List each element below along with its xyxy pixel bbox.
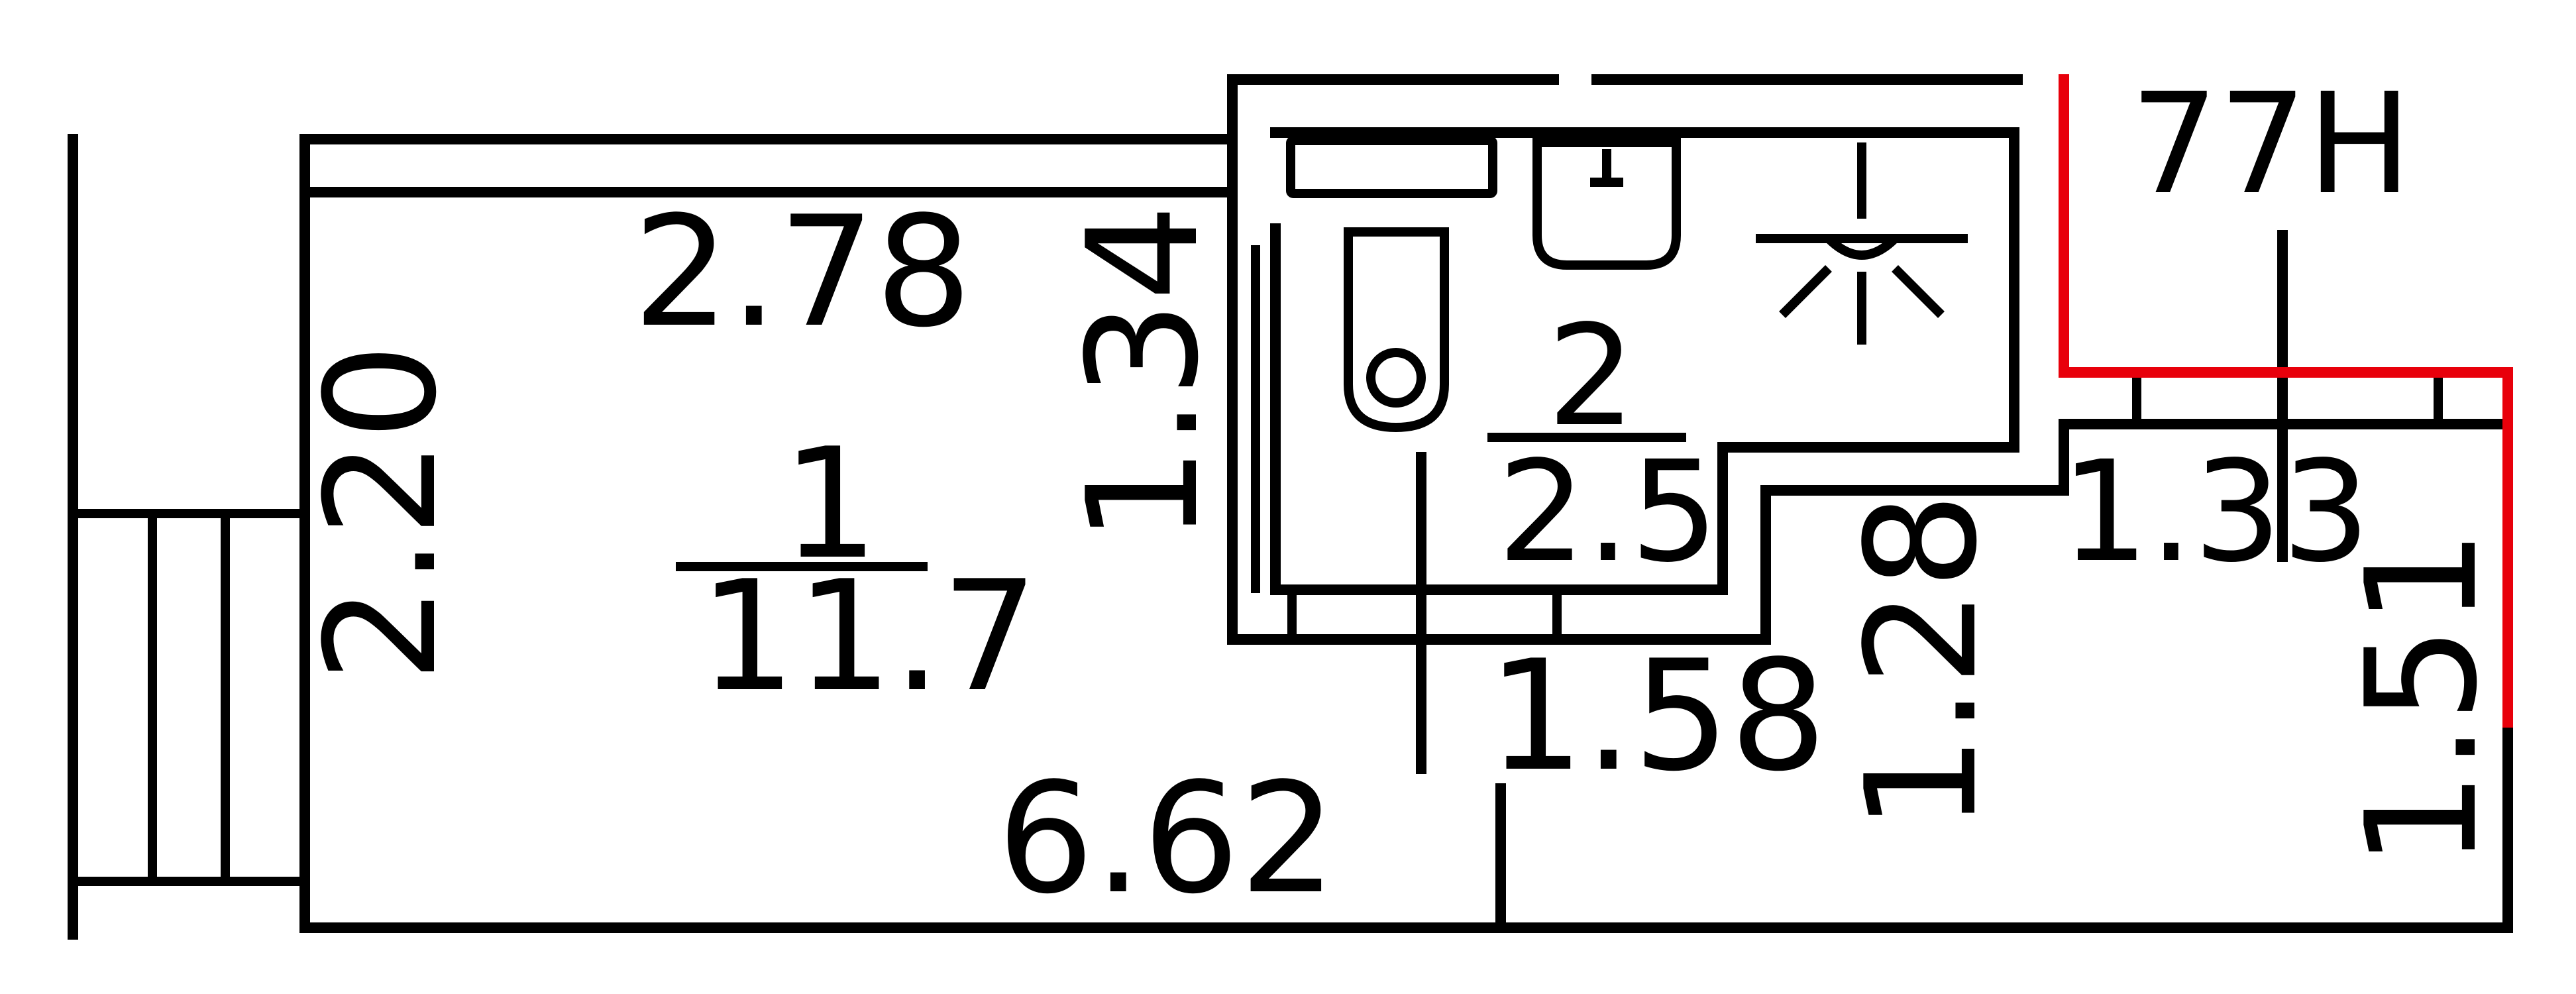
entrance-stairs xyxy=(68,134,305,940)
dimension-right-upper: 1.33 xyxy=(2061,431,2371,593)
room-2-label: 2 2.5 xyxy=(1487,295,1719,593)
room-2-area: 2.5 xyxy=(1497,431,1719,593)
room-1-area: 11.7 xyxy=(699,549,1038,726)
dimension-right-lower: 1.51 xyxy=(2334,529,2511,868)
outer-walls xyxy=(299,74,2513,933)
bathroom-fixtures xyxy=(1286,136,1968,433)
dimension-corridor-width: 1.58 xyxy=(1487,628,1827,805)
dimension-room1-left: 2.20 xyxy=(294,343,470,683)
dimension-room1-top: 2.78 xyxy=(633,184,972,361)
plan-label: 77Н xyxy=(2130,63,2412,225)
ceiling-light-icon xyxy=(1756,142,1968,345)
sink-icon xyxy=(1532,138,1681,270)
bathroom-walls xyxy=(1227,127,2513,645)
dimension-bottom-length: 6.62 xyxy=(997,751,1336,928)
dimension-corridor-height: 1.28 xyxy=(1834,492,2011,832)
room-2-number: 2 xyxy=(1547,295,1636,457)
dimension-bath-height: 1.34 xyxy=(1055,204,1232,543)
interior-partitions xyxy=(1416,230,2288,933)
bathtub-icon xyxy=(1286,136,1497,198)
room-1-label: 1 11.7 xyxy=(676,416,1038,726)
boundary-line xyxy=(2059,74,2513,728)
